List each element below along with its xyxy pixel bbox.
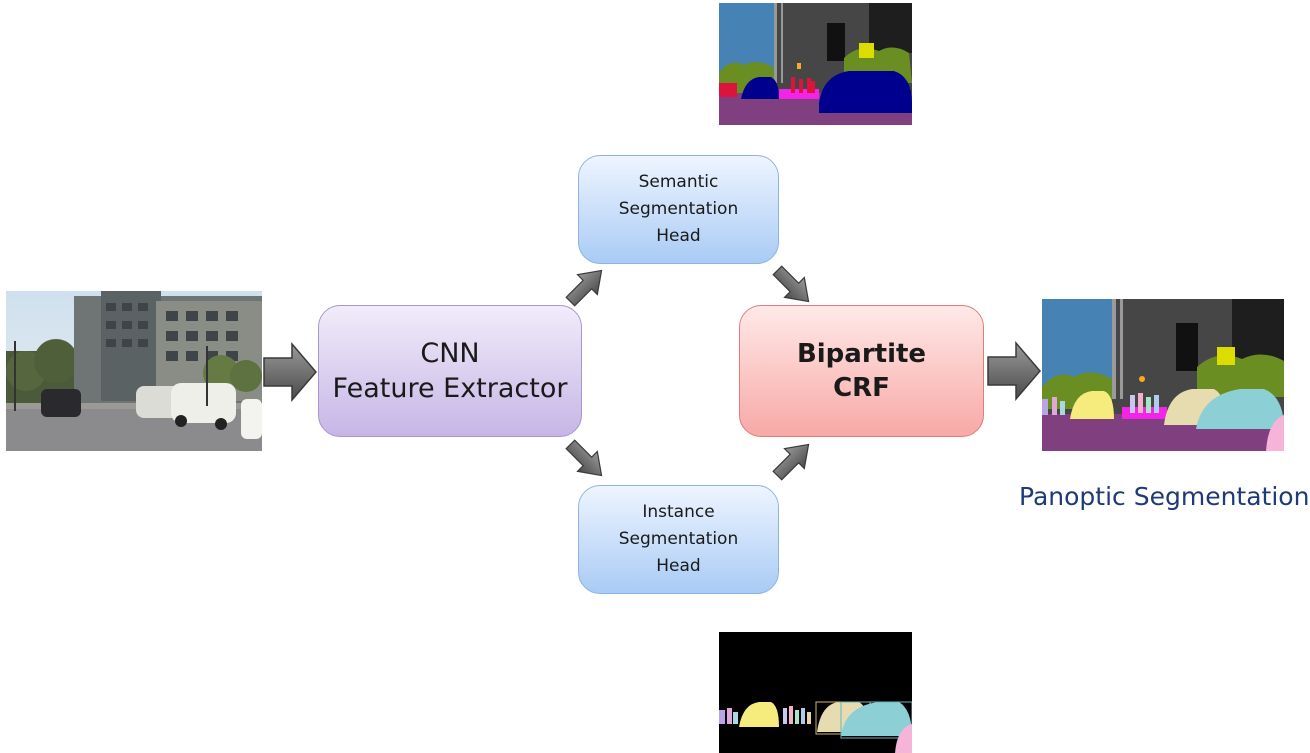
arrow-cnn-to-instance-head [565,439,603,477]
crf-node-line1: Bipartite [796,339,927,369]
cnn-node-line1: CNN [420,338,480,369]
arrow-instance-head-to-crf [772,443,810,481]
arrow-semantic-head-to-crf [772,265,810,303]
crf-node-line2: CRF [833,373,890,403]
semantic-head-line2: Segmentation [618,199,739,219]
arrow-cnn-to-semantic-head [565,269,603,307]
instance-segmentation-output-image [719,632,912,753]
instance-segmentation-head-node: Instance Segmentation Head [578,485,779,594]
bipartite-crf-node: Bipartite CRF [739,305,984,437]
arrow-input-to-cnn [263,342,317,402]
instance-head-line2: Segmentation [618,529,739,549]
arrow-crf-to-output [987,341,1041,401]
cnn-feature-extractor-node: CNN Feature Extractor [318,305,582,437]
semantic-head-line3: Head [656,226,701,246]
cnn-node-line2: Feature Extractor [332,373,568,404]
input-street-photo [6,291,262,451]
panoptic-segmentation-caption: Panoptic Segmentation [1019,482,1310,511]
semantic-segmentation-head-node: Semantic Segmentation Head [578,155,779,264]
semantic-head-line1: Semantic [638,172,719,192]
panoptic-segmentation-output-image [1042,299,1284,451]
semantic-segmentation-output-image [719,3,912,125]
instance-head-line1: Instance [642,502,715,522]
instance-head-line3: Head [656,556,701,576]
